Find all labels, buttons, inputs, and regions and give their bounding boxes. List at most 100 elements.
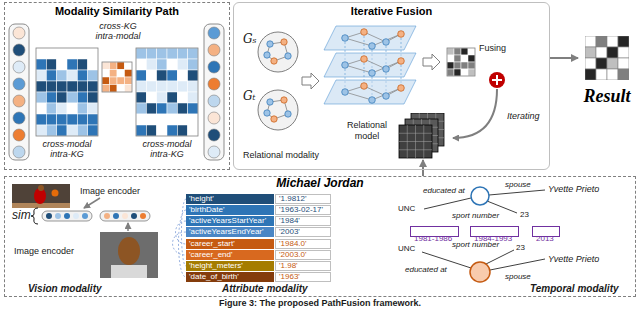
matrix-cell — [46, 103, 56, 114]
matrix-cell — [57, 125, 67, 136]
embedding-entry — [55, 213, 61, 219]
matrix-cell — [167, 114, 177, 125]
matrix-cell — [88, 125, 98, 136]
tensor-slice — [399, 125, 432, 158]
matrix-cell — [177, 103, 187, 114]
matrix-cell — [177, 114, 187, 125]
matrix-cell — [88, 92, 98, 103]
graph-plane — [324, 80, 416, 104]
matrix-cell — [77, 81, 87, 92]
matrix-cell — [77, 114, 87, 125]
embedding-entry — [82, 213, 88, 219]
matrix-cell — [136, 48, 146, 59]
matrix-cell — [102, 62, 110, 70]
matrix-cell — [36, 92, 46, 103]
vector-entry — [13, 27, 25, 39]
matrix-cell — [57, 70, 67, 81]
matrix-cell — [88, 114, 98, 125]
annotation: Gₜ — [243, 90, 256, 104]
matrix-cell — [67, 48, 77, 59]
attribute-value: '1984.0' — [275, 239, 331, 249]
matrix-cell — [177, 81, 187, 92]
matrix-cell — [157, 92, 167, 103]
result-cell — [596, 47, 607, 58]
matrix-cell — [46, 114, 56, 125]
photo-action — [12, 184, 70, 208]
attribute-value: '2003.0' — [275, 250, 331, 260]
matrix-cell — [136, 103, 146, 114]
matrix-cell — [36, 103, 46, 114]
vector-column — [9, 24, 29, 160]
matrix-cell — [36, 114, 46, 125]
matrix-cell — [88, 59, 98, 70]
graph-outline — [258, 32, 298, 72]
flow-arrow — [550, 57, 578, 59]
graph-entity — [281, 39, 287, 45]
annotation: spouse — [505, 272, 531, 281]
matrix-cell — [46, 81, 56, 92]
matrix-cell — [157, 125, 167, 136]
photo-portrait — [100, 232, 158, 278]
graph-entity — [361, 29, 368, 36]
matrix-cell — [110, 62, 118, 70]
matrix-cell — [177, 92, 187, 103]
result-cell — [618, 47, 629, 58]
graph-entity — [264, 110, 270, 116]
matrix-cell — [177, 48, 187, 59]
result-matrix — [585, 36, 629, 80]
graph-edge — [345, 38, 372, 46]
matrix-cell — [67, 59, 77, 70]
graph-edge — [345, 65, 372, 73]
attribute-alignment — [173, 232, 187, 255]
matrix-cell — [125, 62, 133, 70]
matrix-cell — [167, 59, 177, 70]
attribute-key: 'height_meters' — [186, 261, 274, 271]
vector-entry — [208, 129, 220, 141]
similarity-matrix — [136, 48, 198, 136]
matrix-cell — [146, 81, 156, 92]
matrix-cell — [88, 103, 98, 114]
matrix-cell — [136, 70, 146, 81]
matrix-cell — [454, 69, 461, 76]
result-cell — [585, 69, 596, 80]
vector-entry — [208, 61, 220, 73]
matrix-cell — [67, 92, 77, 103]
matrix-cell — [188, 92, 198, 103]
attribute-row: 'birthDate''1963-02-17' — [186, 205, 331, 215]
matrix-cell — [454, 62, 461, 69]
attribute-row: 'activeYearsStartYear''1984' — [186, 216, 331, 226]
matrix-cell — [117, 77, 125, 85]
vector-column — [204, 24, 224, 160]
attribute-key: 'height' — [186, 194, 274, 204]
annotation: sport number — [452, 211, 499, 220]
time-interval-box: 1981-1986 — [410, 226, 459, 237]
annotation: educated at — [423, 186, 465, 195]
matrix-cell — [188, 125, 198, 136]
attribute-row: 'career_end''2003.0' — [186, 250, 331, 260]
relation-edge — [486, 250, 514, 264]
matrix-cell — [146, 59, 156, 70]
result-cell — [596, 36, 607, 47]
matrix-cell — [67, 103, 77, 114]
matrix-cell — [167, 125, 177, 136]
attribute-key: 'career_end' — [186, 250, 274, 260]
matrix-cell — [188, 103, 198, 114]
graph-entity — [398, 58, 405, 65]
graph-entity — [267, 99, 273, 105]
matrix-cell — [36, 59, 46, 70]
matrix-cell — [67, 70, 77, 81]
matrix-cell — [461, 69, 468, 76]
matrix-cell — [136, 81, 146, 92]
iterating-arrow — [453, 89, 497, 138]
graph-edge — [372, 88, 401, 100]
relational-tensor — [398, 113, 450, 159]
annotation: UNC — [398, 244, 415, 253]
graph-entity — [361, 83, 368, 90]
graph-entity — [264, 52, 270, 58]
embedding-vector — [42, 211, 92, 221]
fused-matrix — [447, 48, 475, 76]
annotation: sport number — [452, 240, 499, 249]
attribute-key: 'activeYearsEndYear' — [186, 227, 274, 237]
photo-ball — [52, 190, 59, 197]
relational-model-stack: Relational model — [340, 112, 450, 160]
